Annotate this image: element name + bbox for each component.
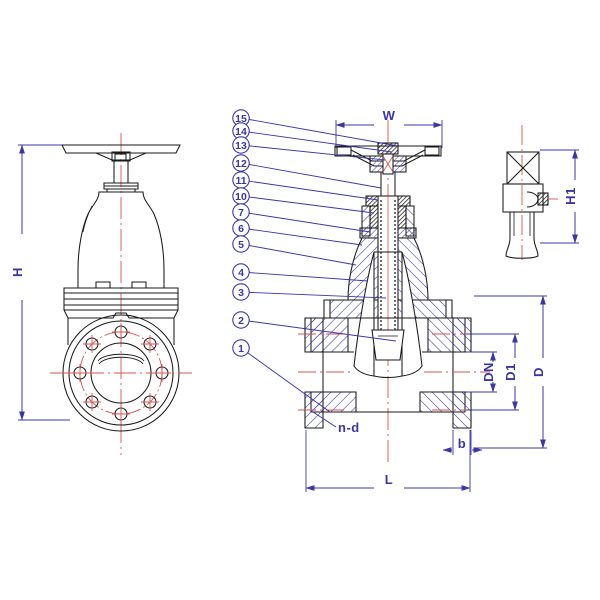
dimension-DN-label: DN: [481, 362, 496, 382]
dimension-H: H: [10, 144, 70, 421]
balloon-circle[interactable]: [232, 136, 250, 154]
leader-line: [249, 131, 393, 153]
balloon-10[interactable]: 10: [232, 187, 375, 214]
dimension-n-d: n-d: [312, 411, 360, 435]
set-screw-boss: [526, 191, 539, 208]
leader-line: [247, 352, 331, 413]
leader-line: [249, 196, 375, 214]
valve-body-section: [304, 317, 472, 429]
balloon-number: 2: [238, 315, 244, 327]
stem-thread-section: [377, 195, 399, 353]
balloon-number: 5: [238, 239, 244, 251]
balloon-4[interactable]: 4: [232, 263, 369, 282]
set-screw: [537, 192, 549, 206]
balloon-circle[interactable]: [232, 154, 250, 172]
stem-lower-detail: [505, 212, 539, 259]
dimension-D: D: [474, 295, 547, 449]
balloon-circle[interactable]: [232, 263, 250, 281]
balloon-number: 13: [235, 140, 247, 152]
balloon-number: 3: [238, 287, 244, 299]
flange-face-view: [50, 314, 192, 432]
stem-section: [380, 172, 396, 196]
balloon-15[interactable]: 15: [232, 109, 399, 147]
body-neck-elevation: [67, 318, 175, 345]
leader-line: [248, 245, 357, 266]
dimension-H1: H1: [540, 149, 579, 244]
dimension-W: W: [335, 108, 443, 148]
balloon-number: 10: [235, 191, 247, 203]
dimension-DN: DN: [466, 351, 497, 393]
leader-line: [248, 163, 382, 189]
dimension-H1-label: H1: [563, 187, 578, 205]
balloon-11[interactable]: 11: [232, 171, 379, 201]
gate-wedge-section: [353, 251, 423, 379]
balloon-circle[interactable]: [232, 283, 250, 301]
balloon-circle[interactable]: [232, 235, 250, 253]
dimension-n-d-label: n-d: [338, 420, 360, 435]
bonnet-flange-elevation: [63, 281, 179, 319]
dimension-D-label: D: [531, 367, 546, 377]
leader-line: [248, 118, 399, 147]
balloon-14[interactable]: 14: [232, 122, 393, 153]
balloon-number: 6: [238, 223, 244, 235]
balloon-circle[interactable]: [232, 311, 250, 329]
dimension-H-label: H: [10, 267, 25, 277]
balloon-1[interactable]: 1: [232, 339, 331, 413]
balloon-number: 11: [235, 175, 246, 187]
balloon-3[interactable]: 3: [232, 283, 387, 301]
balloon-number: 15: [235, 113, 247, 125]
balloon-2[interactable]: 2: [232, 311, 397, 342]
leader-line: [249, 145, 386, 161]
leader-line: [249, 291, 387, 299]
balloon-7[interactable]: 7: [232, 203, 371, 233]
balloon-number: 4: [238, 267, 244, 279]
right-detail-view: [502, 125, 558, 260]
balloon-number: 14: [235, 126, 247, 138]
balloon-number: 12: [235, 158, 247, 170]
dimension-L-label: L: [385, 472, 393, 487]
stem-elevation: [113, 161, 129, 183]
leader-line: [249, 212, 371, 233]
left-elevation-view: [50, 133, 192, 455]
handwheel-section: [334, 142, 442, 175]
dimension-D1-label: D1: [503, 363, 518, 381]
balloon-number: 7: [238, 207, 244, 219]
dimension-b: b: [442, 430, 483, 455]
leader-line: [249, 272, 369, 282]
center-section-view: W: [298, 108, 490, 462]
handwheel-elevation: [61, 144, 181, 162]
bolt-hole-crosshair: [71, 323, 171, 423]
section-centerlines-h: [298, 333, 490, 411]
balloon-12[interactable]: 12: [232, 154, 382, 189]
dimension-L: L: [305, 430, 471, 492]
balloon-6[interactable]: 6: [232, 219, 363, 246]
balloon-circle[interactable]: [232, 339, 250, 357]
leader-line: [249, 228, 363, 246]
balloon-13[interactable]: 13: [232, 136, 386, 161]
leader-line: [249, 180, 379, 201]
balloon-number: 1: [238, 343, 244, 355]
dimension-D1: D1: [466, 333, 519, 411]
dimension-W-label: W: [383, 108, 396, 123]
dimension-b-label: b: [458, 436, 466, 451]
leader-line: [249, 320, 397, 342]
balloon-5[interactable]: 5: [232, 235, 357, 266]
stem-collar: [502, 183, 544, 213]
